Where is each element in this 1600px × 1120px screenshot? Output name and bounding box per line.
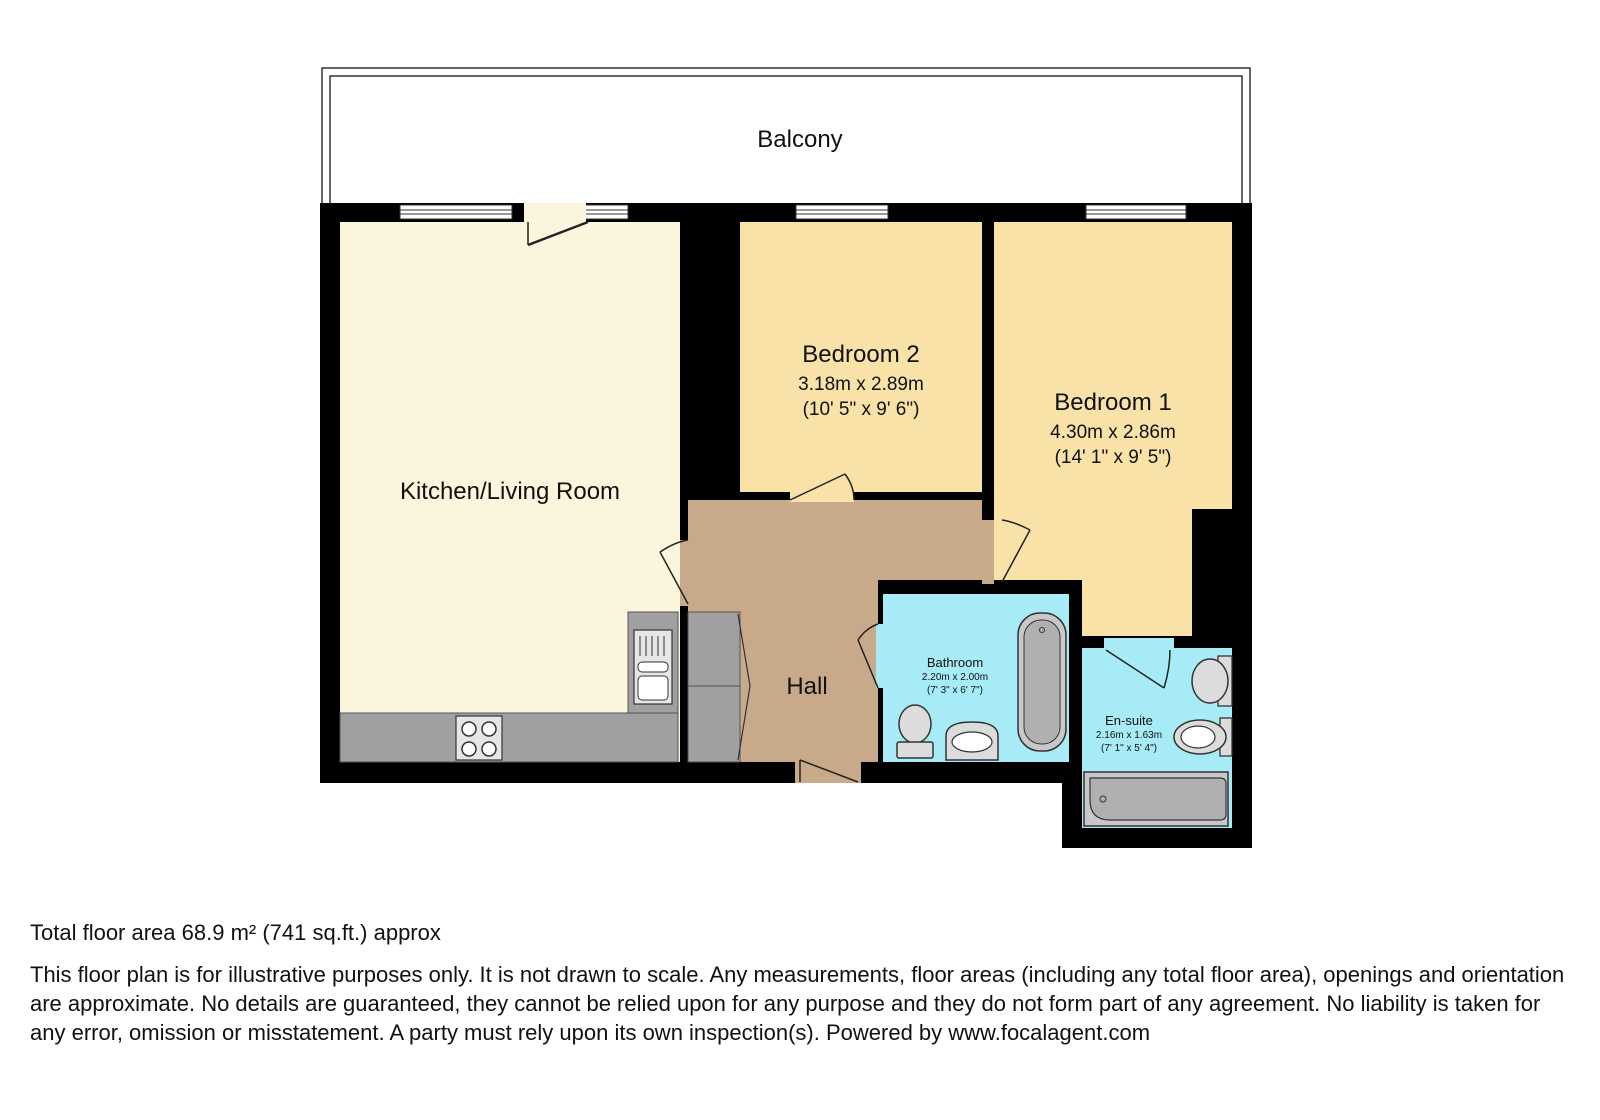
bathroom-name: Bathroom: [927, 655, 983, 670]
bathroom: Bathroom 2.20m x 2.00m (7' 3" x 6' 7"): [883, 594, 1069, 762]
bedroom-1-floor: [994, 222, 1232, 636]
en-suite-imperial: (7' 1" x 5' 4"): [1101, 743, 1157, 754]
bedroom-2-door-icon: [789, 473, 855, 502]
balcony-door-icon: [524, 203, 589, 247]
kitchen-living-room: Kitchen/Living Room: [339, 222, 680, 763]
toilet-icon: [896, 704, 934, 759]
balcony: [321, 67, 1251, 207]
sink-icon: [633, 629, 673, 705]
en-suite-name: En-suite: [1105, 713, 1153, 728]
bedroom-1-metric: 4.30m x 2.86m: [1050, 422, 1176, 443]
bedroom-1: Bedroom 1 4.30m x 2.86m (14' 1" x 9' 5"): [994, 222, 1232, 636]
basin-icon: [945, 721, 999, 761]
cupboard-door-icon: [737, 613, 751, 761]
hall-cupboard: [687, 611, 741, 763]
toilet-icon: [1191, 655, 1233, 707]
hall-name: Hall: [786, 673, 827, 700]
window-bedroom-2: [795, 204, 889, 220]
kitchen-door-icon: [659, 539, 690, 606]
hall-floor: [688, 500, 982, 762]
bedroom-2-imperial: (10' 5" x 9' 6"): [803, 399, 920, 420]
windows: [399, 204, 1187, 220]
kitchen-living-name: Kitchen/Living Room: [400, 478, 620, 505]
bathroom-door-icon: [857, 623, 886, 689]
bedroom-2: Bedroom 2 3.18m x 2.89m (10' 5" x 9' 6"): [740, 222, 982, 492]
bedroom-2-floor: [740, 222, 982, 492]
bedroom-2-metric: 3.18m x 2.89m: [798, 374, 924, 395]
disclaimer: This floor plan is for illustrative purp…: [30, 962, 1565, 1045]
bedroom-1-door-icon: [982, 519, 1031, 584]
balcony-outline: [321, 67, 1251, 207]
window-kitchen-left: [399, 204, 513, 220]
kitchen-living-floor: [340, 222, 680, 762]
bath-icon: [1083, 771, 1229, 827]
ensuite-door-icon: [1104, 638, 1174, 689]
total-floor-area: Total floor area 68.9 m² (741 sq.ft.) ap…: [30, 920, 441, 945]
balcony-name: Balcony: [757, 126, 842, 153]
bedroom-1-imperial: (14' 1" x 9' 5"): [1055, 447, 1172, 468]
hob-icon: [455, 715, 503, 761]
hall: Hall: [687, 500, 982, 763]
window-kitchen-right: [583, 204, 629, 220]
bathroom-imperial: (7' 3" x 6' 7"): [927, 685, 983, 696]
doors: [524, 203, 1174, 783]
bedroom-2-name: Bedroom 2: [802, 341, 919, 368]
window-bedroom-1: [1085, 204, 1187, 220]
en-suite-metric: 2.16m x 1.63m: [1096, 730, 1162, 741]
en-suite: En-suite 2.16m x 1.63m (7' 1" x 5' 4"): [1082, 648, 1233, 828]
bedroom-1-name: Bedroom 1: [1054, 389, 1171, 416]
floor-plan: Kitchen/Living Room Bedroom 2 3.18m x 2.…: [320, 67, 1252, 848]
front-door-icon: [795, 759, 861, 783]
bathroom-metric: 2.20m x 2.00m: [922, 672, 988, 683]
basin-icon: [1173, 717, 1233, 757]
kitchen-counter-bottom: [339, 712, 679, 763]
bath-icon: [1017, 612, 1067, 752]
